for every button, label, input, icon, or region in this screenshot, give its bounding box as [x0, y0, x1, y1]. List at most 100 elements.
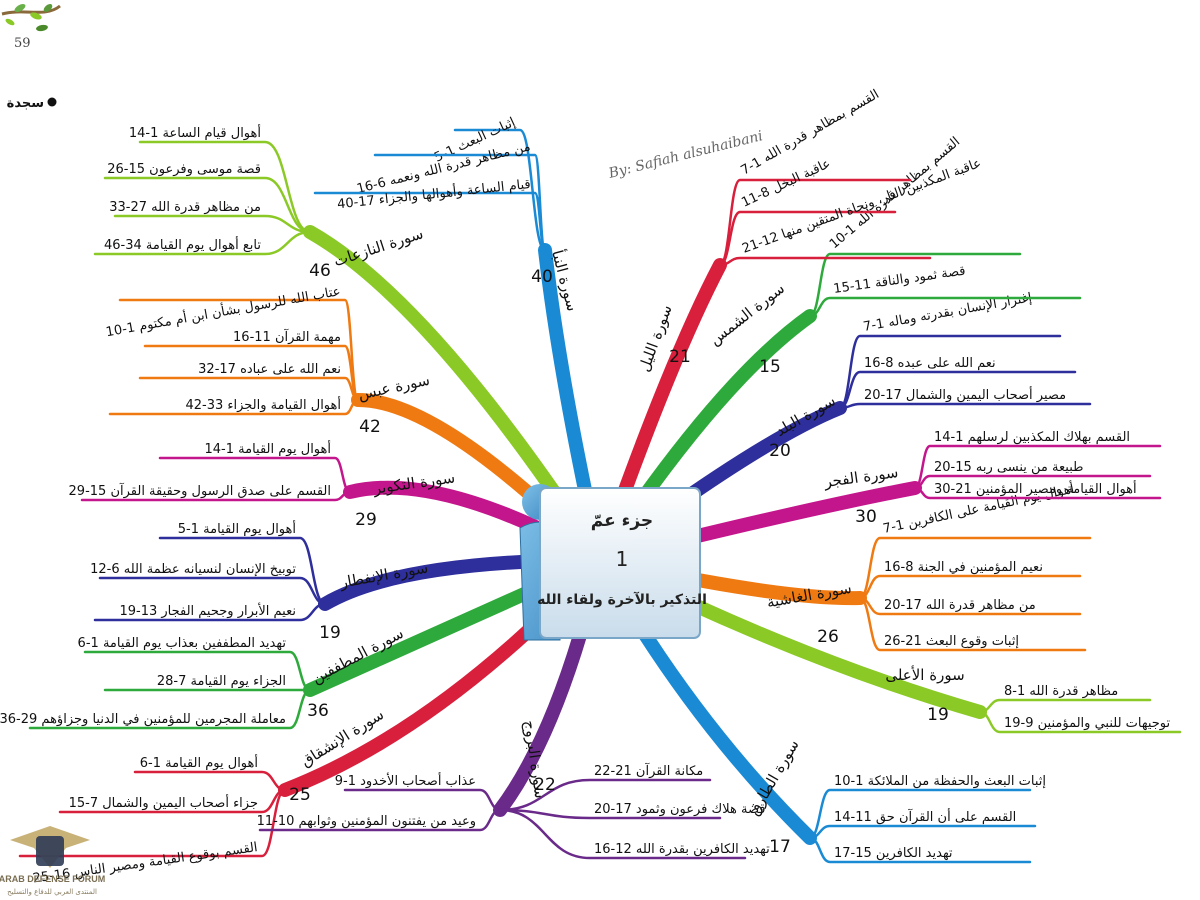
- sub-branch-line: [808, 836, 1032, 864]
- verse-count-label: 15: [759, 357, 781, 377]
- page-number: 59: [14, 36, 31, 51]
- verse-count-label: 21: [669, 347, 691, 367]
- branch-item-label: من مظاهر قدرة الله 17-20: [884, 598, 1036, 613]
- sub-branch-line: [108, 398, 360, 416]
- branch-item-label: قصة ثمود والناقة 11-15: [832, 264, 966, 297]
- branch-item-label: نعيم الأبرار وجحيم الفجار 13-19: [119, 602, 296, 619]
- sub-branch-line: [978, 710, 1182, 734]
- sub-branch-line: [83, 650, 312, 692]
- sub-branch-line: [158, 456, 352, 494]
- sub-branch-line: [93, 230, 312, 256]
- branch-item-label: القسم بهلاك المكذبين لرسلهم 1-14: [934, 430, 1130, 445]
- sub-branch-line: [258, 808, 502, 832]
- sub-branch-line: [498, 808, 722, 820]
- verse-count-label: 26: [817, 627, 839, 647]
- sub-branch-line: [498, 778, 712, 812]
- sub-branch-line: [808, 824, 1037, 840]
- branch-item-label: توبيخ الإنسان لنسيانه عظمة الله 6-12: [90, 562, 296, 577]
- sub-branch-line: [718, 210, 897, 267]
- sub-branch-line: [133, 770, 287, 792]
- branch-item-label: تهديد الكافرين بقدرة الله 12-16: [594, 842, 770, 857]
- branch-item-label: الجزاء يوم القيامة 7-28: [157, 674, 286, 689]
- sub-branch-line: [343, 788, 502, 812]
- branch-item-label: مهمة القرآن 11-16: [233, 328, 341, 345]
- branch-item-label: نعم الله على عباده 17-32: [198, 362, 341, 377]
- sub-branch-line: [103, 176, 312, 234]
- sub-branch-line: [158, 536, 327, 606]
- sub-branch-line: [138, 140, 312, 234]
- branch-item-label: تابع أهوال يوم القيامة 34-46: [104, 236, 261, 253]
- verse-count-label: 46: [309, 261, 331, 281]
- branch-item-label: أهوال القيامة والجزاء 33-42: [185, 396, 341, 413]
- branch-item-label: من مظاهر قدرة الله 27-33: [109, 200, 261, 215]
- sub-branch-line: [453, 128, 547, 252]
- verse-count-label: 17: [769, 837, 791, 857]
- verse-count-label: 29: [355, 510, 377, 530]
- branch-item-label: أهوال يوم القيامة 1-5: [178, 520, 296, 537]
- verse-count-label: 22: [534, 775, 556, 795]
- branch-item-label: مكانة القرآن 21-22: [594, 762, 703, 779]
- verse-count-label: 42: [359, 417, 381, 437]
- logo-text: ARAB DEFENSE FORUM: [0, 874, 105, 884]
- branch-item-label: معاملة المجرمين للمؤمنين في الدنيا وجزاؤ…: [0, 712, 286, 727]
- sub-branch-line: [718, 256, 932, 267]
- verse-count-label: 36: [307, 701, 329, 721]
- branch-item-label: وعيد من يفتنون المؤمنين وثوابهم 10-11: [257, 814, 476, 829]
- surah-name-label: سورة عبس: [356, 371, 431, 404]
- sub-branch-line: [858, 596, 1087, 652]
- sub-branch-line: [98, 576, 327, 606]
- center-number: 1: [616, 547, 629, 571]
- surah-name-label: سورة الأعلى: [885, 665, 964, 684]
- sub-branch-line: [138, 376, 360, 402]
- center-node: جزء عمّ 1 التذكير بالآخرة ولقاء الله: [519, 484, 707, 641]
- page-corner-decoration: [1, 4, 61, 32]
- sub-branch-line: [913, 486, 1162, 500]
- sajda-label: سجدة: [7, 96, 44, 111]
- verse-count-label: 30: [855, 507, 877, 527]
- branch-item-label: القسم على صدق الرسول وحقيقة القرآن 15-29: [69, 482, 331, 499]
- branch-item-label: إثبات البعث والحفظة من الملائكة 1-10: [834, 774, 1046, 789]
- sub-branch-line: [838, 402, 1092, 410]
- verse-count-label: 40: [531, 267, 553, 287]
- author-credit: By: Safiah alsuhaibani: [606, 128, 764, 182]
- branch-item-label: قصة موسى وفرعون 15-26: [107, 162, 261, 177]
- branch-item-label: أهوال يوم القيامة 1-6: [140, 754, 258, 771]
- verse-count-label: 25: [289, 785, 311, 805]
- forum-logo: ARAB DEFENSE FORUM المنتدى العربي للدفاع…: [0, 826, 105, 896]
- branch-item-label: أهوال قيام الساعة 1-14: [129, 124, 261, 141]
- branch-item-label: القسم على أن القرآن حق 11-14: [834, 808, 1016, 825]
- verse-count-label: 20: [769, 441, 791, 461]
- sajda-bullet-icon: [47, 97, 57, 107]
- branch-item-label: جزاء أصحاب اليمين والشمال 7-15: [69, 794, 258, 811]
- branch-item-label: عذاب أصحاب الأخدود 1-9: [335, 772, 476, 789]
- sub-branch-line: [978, 698, 1152, 714]
- surah-name-label: سورة الغاشية: [765, 579, 853, 612]
- center-title: جزء عمّ: [591, 511, 653, 531]
- presentation-board: [539, 487, 701, 639]
- branch-item-label: تهديد المطففين بعذاب يوم القيامة 1-6: [78, 636, 287, 651]
- sub-branch-line: [313, 191, 547, 252]
- branch-item-label: عاقبة المكذبين النار، ونجاة المتقين منها…: [740, 156, 983, 257]
- branch-item-label: أهوال يوم القيامة 1-14: [204, 440, 331, 457]
- branch-item-label: مظاهر قدرة الله 1-8: [1004, 684, 1118, 699]
- verse-count-label: 19: [927, 705, 949, 725]
- branch-item-label: تهديد الكافرين 15-17: [834, 846, 953, 861]
- sub-branch-line: [498, 808, 747, 860]
- branch-item-label: قصة هلاك فرعون وثمود 17-20: [594, 802, 765, 817]
- branch-item-label: طبيعة من ينسى ربه 15-20: [934, 460, 1083, 475]
- sub-branch-line: [808, 296, 1082, 318]
- sub-branch-line: [858, 574, 1082, 600]
- sub-branch-line: [808, 252, 1022, 318]
- logo-subtext: المنتدى العربي للدفاع والتسليح: [7, 888, 97, 896]
- branch-item-label: نعيم المؤمنين في الجنة 8-16: [884, 560, 1043, 575]
- center-subtitle: التذكير بالآخرة ولقاء الله: [537, 591, 707, 608]
- sub-branch-line: [113, 214, 312, 234]
- branch-item-label: نعم الله على عبده 8-16: [864, 356, 996, 371]
- branch-item-label: مصير أصحاب اليمين والشمال 17-20: [864, 386, 1066, 403]
- verse-count-label: 19: [319, 623, 341, 643]
- branch-item-label: توجيهات للنبي والمؤمنين 9-19: [1004, 716, 1171, 731]
- sub-branch-line: [28, 688, 312, 730]
- sub-branch-line: [93, 602, 327, 622]
- sub-branch-line: [80, 490, 352, 502]
